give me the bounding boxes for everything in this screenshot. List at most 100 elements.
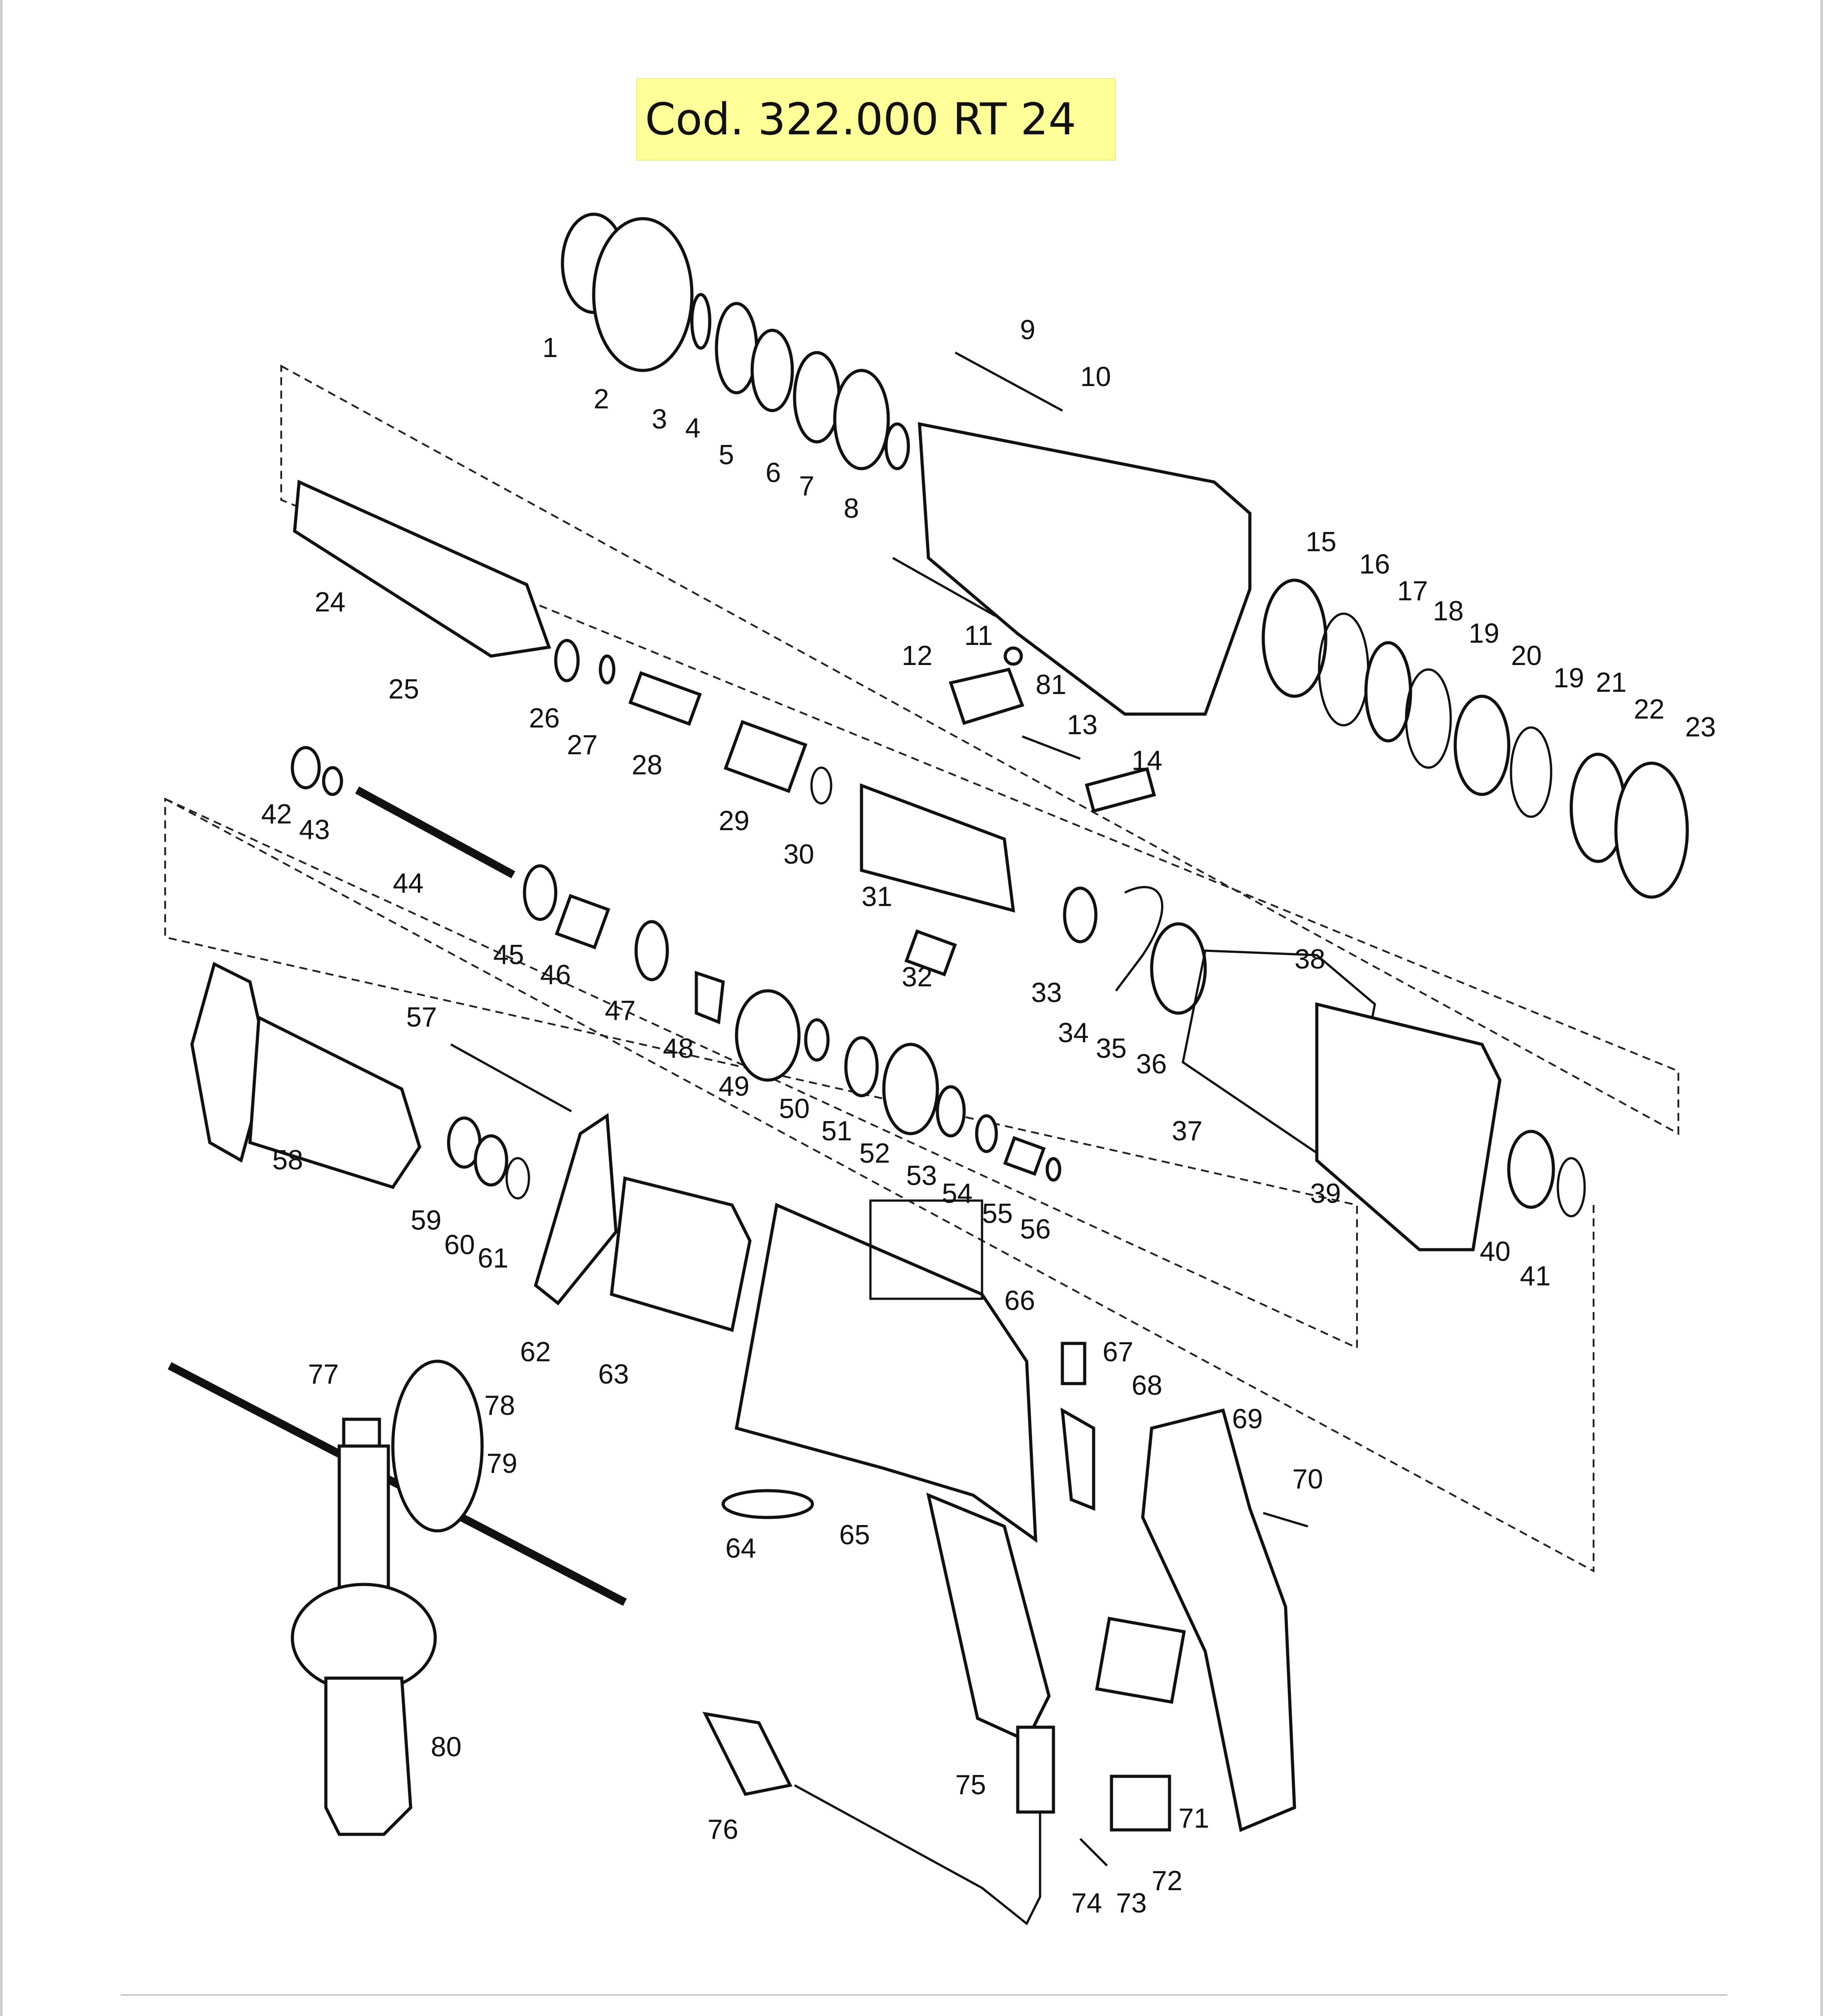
callout-79: 79 bbox=[487, 1448, 517, 1479]
ring-part-33 bbox=[1063, 886, 1098, 944]
callout-41: 41 bbox=[1520, 1261, 1551, 1292]
callout-70: 70 bbox=[1292, 1464, 1323, 1495]
ring-part-8 bbox=[884, 422, 910, 470]
callout-59: 59 bbox=[411, 1205, 441, 1236]
callout-81: 81 bbox=[1036, 669, 1066, 700]
callout-16: 16 bbox=[1359, 549, 1390, 580]
spring-part-20 bbox=[1453, 694, 1511, 796]
callout-37: 37 bbox=[1172, 1116, 1203, 1147]
callout-20: 20 bbox=[1511, 640, 1542, 671]
callout-8: 8 bbox=[844, 493, 859, 524]
clutch-part-46 bbox=[554, 894, 611, 950]
oring-part-81 bbox=[1003, 646, 1023, 666]
callout-43: 43 bbox=[299, 815, 330, 845]
callout-40: 40 bbox=[1480, 1236, 1511, 1267]
callout-35: 35 bbox=[1096, 1033, 1127, 1064]
gear-part-23 bbox=[1614, 761, 1689, 899]
bearing-plate-part-62 bbox=[533, 1113, 618, 1305]
callout-10: 10 bbox=[1080, 362, 1111, 392]
callout-5: 5 bbox=[719, 440, 734, 470]
piston-part-29 bbox=[724, 720, 807, 793]
screw-part-70 bbox=[1263, 1512, 1308, 1528]
handle-part-69 bbox=[1141, 1408, 1296, 1832]
pin-part-28 bbox=[628, 671, 702, 726]
motor-housing-part-65 bbox=[734, 1203, 1037, 1543]
bearing-part-53 bbox=[936, 1085, 966, 1138]
callout-14: 14 bbox=[1132, 745, 1162, 776]
callout-12: 12 bbox=[902, 640, 932, 671]
callout-21: 21 bbox=[1596, 667, 1627, 698]
callout-76: 76 bbox=[708, 1814, 738, 1845]
callout-71: 71 bbox=[1178, 1803, 1209, 1834]
handle-left-part bbox=[926, 1492, 1051, 1743]
bearing-part-51 bbox=[844, 1036, 879, 1097]
callout-49: 49 bbox=[719, 1071, 749, 1102]
plug-part-76 bbox=[702, 1712, 793, 1796]
switch-part-71 bbox=[1095, 1617, 1186, 1704]
callout-56: 56 bbox=[1020, 1214, 1051, 1245]
callout-32: 32 bbox=[902, 962, 932, 993]
callout-42: 42 bbox=[261, 799, 292, 830]
callout-1: 1 bbox=[542, 333, 558, 363]
callout-9: 9 bbox=[1020, 315, 1035, 345]
screw-part-57 bbox=[450, 1043, 572, 1113]
callout-67: 67 bbox=[1103, 1337, 1133, 1368]
title-highlight-box: Cod. 322.000 RT 24 bbox=[636, 78, 1116, 161]
callout-19a: 19 bbox=[1469, 618, 1499, 649]
spindle-tube-part-24 bbox=[293, 479, 551, 658]
gear-part-52 bbox=[882, 1043, 939, 1135]
callout-27: 27 bbox=[567, 730, 598, 761]
callout-4: 4 bbox=[685, 413, 700, 444]
model-code-title: Cod. 322.000 RT 24 bbox=[645, 94, 1076, 145]
callout-78: 78 bbox=[484, 1390, 515, 1421]
callout-38: 38 bbox=[1294, 944, 1325, 975]
callout-72: 72 bbox=[1152, 1866, 1182, 1896]
spring-part-13 bbox=[1022, 735, 1081, 760]
callout-47: 47 bbox=[605, 995, 636, 1026]
callout-23: 23 bbox=[1685, 712, 1716, 743]
ring-part-16 bbox=[1318, 612, 1369, 727]
bearing-part-42 bbox=[291, 746, 321, 790]
callout-60: 60 bbox=[444, 1230, 475, 1260]
callout-11: 11 bbox=[964, 620, 993, 651]
callout-22: 22 bbox=[1634, 694, 1665, 725]
bracket-part-35 bbox=[1115, 886, 1164, 992]
callout-7: 7 bbox=[799, 471, 814, 502]
callout-51: 51 bbox=[821, 1116, 852, 1147]
callout-65: 65 bbox=[839, 1520, 870, 1550]
callout-36: 36 bbox=[1136, 1049, 1167, 1080]
ring-part-3 bbox=[690, 293, 712, 350]
gear-part-47 bbox=[634, 920, 669, 981]
grip-part-80 bbox=[324, 1676, 412, 1836]
gear-housing-part-10 bbox=[918, 422, 1252, 716]
callout-19b: 19 bbox=[1553, 663, 1584, 694]
label-part-66 bbox=[869, 1199, 983, 1300]
callout-44: 44 bbox=[393, 868, 424, 899]
shaft-part-44 bbox=[355, 786, 516, 878]
callout-39: 39 bbox=[1310, 1178, 1341, 1209]
ring-part-60 bbox=[474, 1134, 508, 1187]
callout-77: 77 bbox=[308, 1359, 339, 1390]
middle-assembly-dash-box bbox=[164, 797, 1358, 1350]
callout-64: 64 bbox=[725, 1533, 756, 1564]
block-part-14 bbox=[1085, 767, 1156, 813]
callout-68: 68 bbox=[1132, 1370, 1162, 1401]
callout-29: 29 bbox=[719, 806, 749, 836]
cable-clamp-part-73 bbox=[1079, 1838, 1108, 1866]
callout-58: 58 bbox=[272, 1145, 303, 1176]
switch-part-67 bbox=[1061, 1342, 1086, 1385]
switch-lever-part-12 bbox=[949, 667, 1024, 725]
callout-26: 26 bbox=[529, 703, 560, 734]
callout-48: 48 bbox=[663, 1033, 694, 1064]
spring-part-48 bbox=[695, 971, 725, 1024]
spring-part-6 bbox=[793, 351, 841, 444]
ring-part-17 bbox=[1364, 641, 1412, 743]
callout-31: 31 bbox=[862, 881, 892, 912]
ring-part-19 bbox=[1510, 726, 1552, 818]
callout-80: 80 bbox=[431, 1732, 462, 1762]
callout-28: 28 bbox=[632, 750, 662, 781]
handle-assembly-dash-line bbox=[165, 798, 1594, 1573]
stator-part-63 bbox=[610, 1176, 752, 1332]
fan-part bbox=[190, 961, 270, 1163]
ring-part-41 bbox=[1557, 1157, 1586, 1218]
